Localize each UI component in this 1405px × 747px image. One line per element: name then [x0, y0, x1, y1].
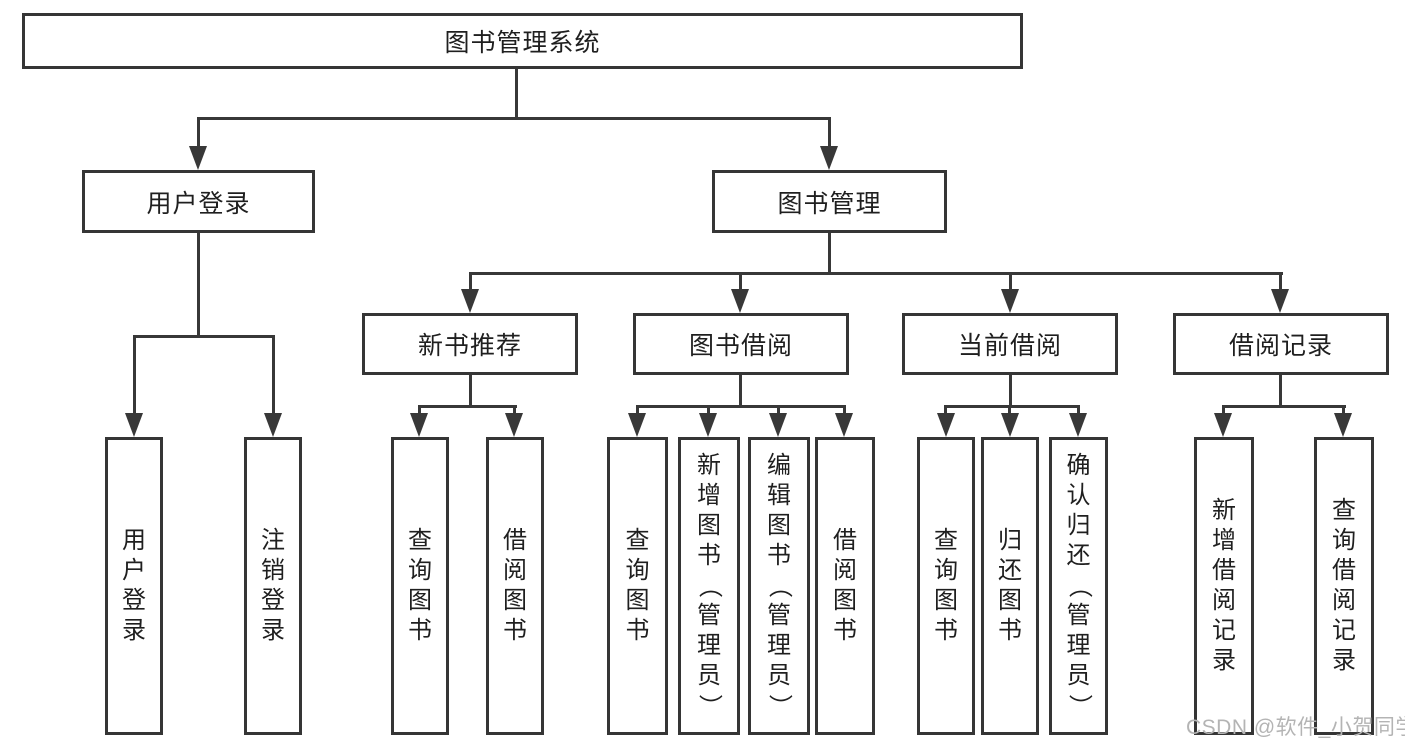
node-user-login-label: 用户登录	[146, 189, 251, 218]
leaf-query-books-borrowing: 查询图书	[607, 437, 668, 735]
connector-line	[1008, 405, 1011, 415]
arrow-down-icon	[937, 413, 955, 437]
leaf-query-books-recommend-label: 查询图书	[408, 527, 432, 644]
leaf-add-borrow-record-label: 新增借阅记录	[1212, 497, 1236, 674]
connector-line	[828, 117, 831, 148]
leaf-query-books-borrowing-label: 查询图书	[625, 527, 650, 644]
arrow-down-icon	[820, 146, 838, 170]
leaf-logout-label: 注销登录	[261, 527, 285, 644]
node-new-book-recommend-label: 新书推荐	[417, 332, 522, 360]
connector-line	[1009, 375, 1012, 407]
node-book-management: 图书管理	[712, 170, 947, 233]
connector-line	[1009, 272, 1012, 291]
arrow-down-icon	[1271, 289, 1289, 313]
leaf-user-login: 用户登录	[105, 437, 163, 735]
arrow-down-icon	[125, 413, 143, 437]
arrow-down-icon	[1214, 413, 1232, 437]
node-book-borrowing-label: 图书借阅	[688, 332, 793, 360]
arrow-down-icon	[264, 413, 282, 437]
arrow-down-icon	[628, 413, 646, 437]
node-new-book-recommend: 新书推荐	[362, 313, 578, 375]
leaf-borrow-books-recommend: 借阅图书	[486, 437, 544, 735]
connector-line	[1342, 405, 1345, 415]
connector-line	[944, 405, 947, 415]
connector-line	[636, 405, 846, 408]
leaf-query-books-current: 查询图书	[917, 437, 975, 735]
leaf-confirm-return-admin: 确认归还（管理员）	[1049, 437, 1108, 735]
connector-line	[636, 405, 639, 415]
connector-line	[515, 69, 518, 117]
leaf-confirm-return-admin-label: 确认归还（管理员）	[1065, 452, 1093, 718]
arrow-down-icon	[189, 146, 207, 170]
connector-line	[1222, 405, 1225, 415]
arrow-down-icon	[835, 413, 853, 437]
leaf-borrow-books-borrowing-label: 借阅图书	[833, 527, 857, 644]
leaf-edit-book-admin-label: 编辑图书（管理员）	[766, 452, 793, 718]
connector-line	[707, 405, 710, 415]
leaf-borrow-books-recommend-label: 借阅图书	[503, 527, 527, 644]
connector-line	[777, 405, 780, 415]
leaf-edit-book-admin: 编辑图书（管理员）	[748, 437, 810, 735]
leaf-query-books-current-label: 查询图书	[934, 527, 958, 644]
node-current-borrowing-label: 当前借阅	[957, 332, 1062, 360]
arrow-down-icon	[410, 413, 428, 437]
connector-line	[513, 405, 516, 415]
connector-line	[133, 335, 275, 338]
node-borrow-records-label: 借阅记录	[1228, 332, 1333, 360]
leaf-add-book-admin-label: 新增图书（管理员）	[696, 452, 723, 718]
connector-line	[197, 117, 831, 120]
node-book-management-label: 图书管理	[777, 189, 882, 218]
arrow-down-icon	[1069, 413, 1087, 437]
connector-line	[197, 117, 200, 148]
arrow-down-icon	[1001, 413, 1019, 437]
connector-line	[418, 405, 421, 415]
connector-line	[828, 233, 831, 274]
connector-line	[1222, 405, 1346, 408]
node-root-label: 图书管理系统	[444, 29, 601, 57]
leaf-user-login-label: 用户登录	[122, 527, 146, 644]
connector-line	[1279, 375, 1282, 407]
node-user-login: 用户登录	[82, 170, 315, 233]
leaf-add-borrow-record: 新增借阅记录	[1194, 437, 1254, 735]
connector-line	[197, 233, 200, 335]
connector-line	[739, 375, 742, 407]
node-root: 图书管理系统	[22, 13, 1023, 69]
arrow-down-icon	[731, 289, 749, 313]
connector-line	[843, 405, 846, 415]
connector-line	[469, 272, 1283, 275]
connector-line	[272, 335, 275, 415]
arrow-down-icon	[505, 413, 523, 437]
connector-line	[469, 375, 472, 407]
leaf-add-book-admin: 新增图书（管理员）	[678, 437, 740, 735]
connector-line	[469, 272, 472, 291]
arrow-down-icon	[699, 413, 717, 437]
arrow-down-icon	[461, 289, 479, 313]
watermark: CSDN @软件_小贺同学	[1186, 716, 1405, 739]
leaf-return-book: 归还图书	[981, 437, 1039, 735]
node-current-borrowing: 当前借阅	[902, 313, 1118, 375]
node-book-borrowing: 图书借阅	[633, 313, 849, 375]
arrow-down-icon	[1334, 413, 1352, 437]
connector-line	[944, 405, 1080, 408]
leaf-return-book-label: 归还图书	[998, 527, 1022, 644]
leaf-logout: 注销登录	[244, 437, 302, 735]
node-borrow-records: 借阅记录	[1173, 313, 1389, 375]
leaf-borrow-books-borrowing: 借阅图书	[815, 437, 875, 735]
leaf-query-borrow-record: 查询借阅记录	[1314, 437, 1374, 735]
arrow-down-icon	[769, 413, 787, 437]
arrow-down-icon	[1001, 289, 1019, 313]
connector-line	[1077, 405, 1080, 415]
leaf-query-books-recommend: 查询图书	[391, 437, 449, 735]
connector-line	[739, 272, 742, 291]
connector-line	[133, 335, 136, 415]
connector-line	[418, 405, 517, 408]
connector-line	[1279, 272, 1282, 291]
leaf-query-borrow-record-label: 查询借阅记录	[1332, 497, 1356, 674]
